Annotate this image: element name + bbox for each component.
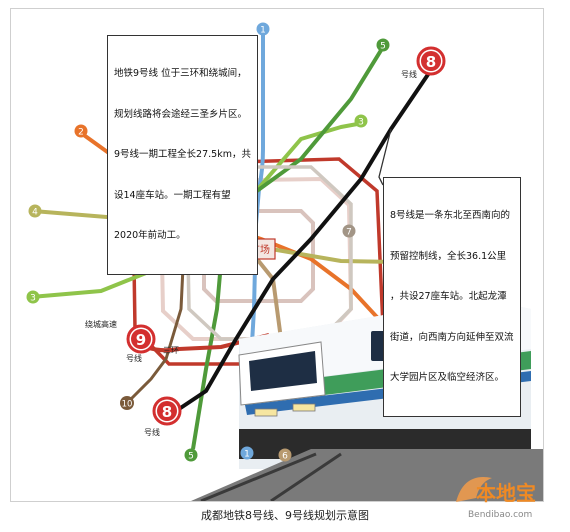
svg-text:4: 4 bbox=[32, 208, 38, 218]
svg-text:8: 8 bbox=[426, 53, 436, 71]
map-frame: 天府广场 1 1 bbox=[10, 8, 544, 502]
svg-text:8: 8 bbox=[162, 403, 172, 421]
line-8-callout-text-3: ，共设27座车站。北起龙潭 bbox=[390, 291, 507, 302]
line-4-badge: 4 bbox=[28, 204, 42, 218]
line-3-badge: 3 bbox=[26, 290, 40, 304]
line-8-badge-north: 8 bbox=[416, 46, 446, 76]
svg-text:7: 7 bbox=[346, 228, 352, 238]
line-8-callout-text-4: 街道，向西南方向延伸至双流 bbox=[390, 331, 514, 343]
svg-text:3: 3 bbox=[358, 118, 364, 128]
bendibao-logo: 本地宝 bbox=[456, 477, 536, 505]
svg-text:5: 5 bbox=[188, 452, 194, 462]
bendibao-url: Bendibao.com bbox=[468, 510, 533, 520]
line-9-callout-text-5: 2020年前动工。 bbox=[114, 230, 186, 241]
line-8-callout-text-5: 大学园片区及临空经济区。 bbox=[390, 372, 505, 383]
svg-text:9: 9 bbox=[136, 331, 146, 349]
ring-expressway-label: 绕城高速 bbox=[85, 319, 117, 329]
line-3-badge-east: 3 bbox=[354, 114, 368, 128]
line-9-callout-text-1: 地铁9号线 位于三环和绕城间， bbox=[114, 68, 247, 79]
map-caption: 成都地铁8号线、9号线规划示意图 bbox=[201, 509, 369, 522]
line-9-callout-text-4: 设14座车站。一期工程有望 bbox=[114, 189, 231, 201]
line-8-label-south: 号线 bbox=[144, 427, 160, 437]
line-1-badge-south: 1 bbox=[240, 446, 254, 460]
line-8-badge-south: 8 bbox=[152, 396, 182, 426]
line-9-label: 号线 bbox=[126, 353, 142, 363]
line-10-badge-south: 10 bbox=[120, 396, 134, 410]
svg-text:2: 2 bbox=[78, 128, 84, 138]
line-9-callout-text-3: 9号线一期工程全长27.5km，共 bbox=[114, 149, 251, 160]
line-2-badge: 2 bbox=[74, 124, 88, 138]
line-8-label-north: 号线 bbox=[401, 69, 417, 79]
metro-line-8 bbox=[177, 71, 431, 411]
svg-text:本地宝: 本地宝 bbox=[476, 481, 536, 505]
callout-line8-leader bbox=[378, 128, 392, 186]
svg-text:6: 6 bbox=[282, 452, 288, 462]
line-8-callout-text-2: 预留控制线，全长36.1公里 bbox=[390, 250, 507, 262]
line-9-callout-text-2: 规划线路将会途经三圣乡片区。 bbox=[114, 108, 248, 120]
svg-text:10: 10 bbox=[122, 400, 133, 410]
line-8-callout: 8号线是一条东北至西南向的 预留控制线，全长36.1公里 ，共设27座车站。北起… bbox=[383, 177, 521, 417]
line-7-badge: 7 bbox=[342, 224, 356, 238]
line-5-badge: 5 bbox=[376, 38, 390, 52]
line-9-badge: 9 bbox=[126, 324, 156, 354]
line-6-badge-south: 6 bbox=[278, 448, 292, 462]
svg-text:3: 3 bbox=[30, 294, 36, 304]
line-8-callout-text-1: 8号线是一条东北至西南向的 bbox=[390, 210, 511, 221]
line-5-badge-south: 5 bbox=[184, 448, 198, 462]
line-1-badge: 1 bbox=[256, 22, 270, 36]
svg-text:1: 1 bbox=[260, 26, 266, 36]
svg-text:1: 1 bbox=[244, 450, 250, 460]
metro-line-10 bbox=[127, 266, 185, 403]
third-ring-label: 三环 bbox=[163, 346, 179, 355]
line-9-callout: 地铁9号线 位于三环和绕城间， 规划线路将会途经三圣乡片区。 9号线一期工程全长… bbox=[107, 35, 258, 275]
svg-text:5: 5 bbox=[380, 42, 386, 52]
